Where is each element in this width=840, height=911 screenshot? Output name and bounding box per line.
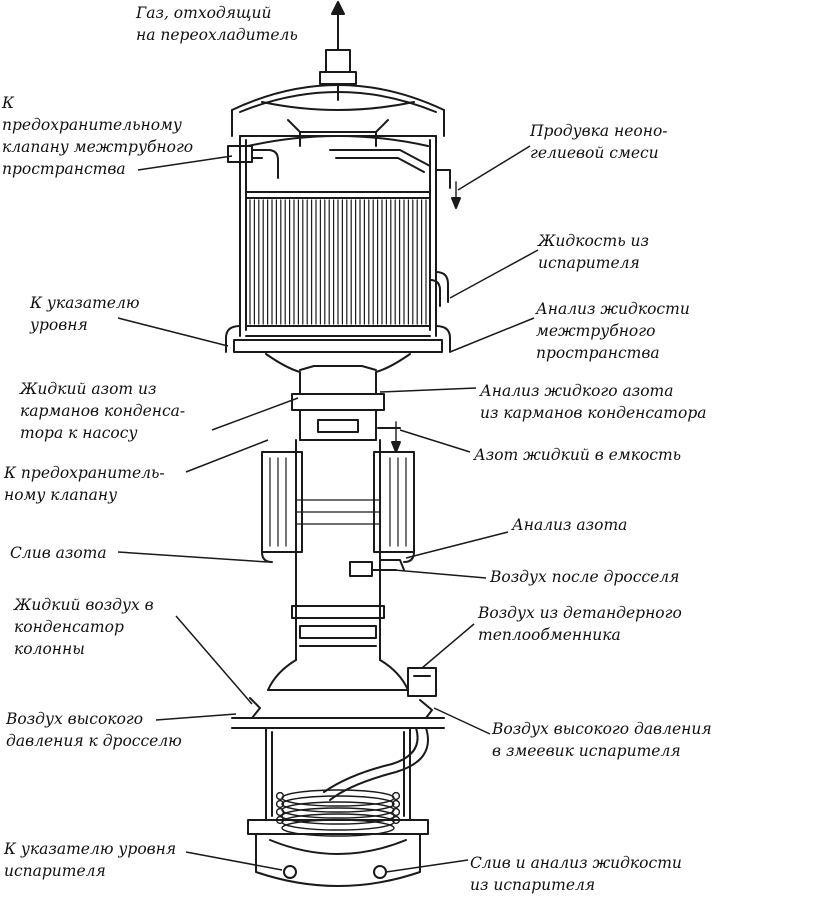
label-safety-valve-intertube: К предохранительному клапану межтрубного… — [2, 94, 194, 178]
label-nitrogen-to-pump: Жидкий азот из карманов конденса- тора к… — [20, 380, 186, 442]
lower-column-section — [267, 599, 437, 697]
middle-column-section — [261, 439, 415, 601]
label-level-indicator: К указателю уровня — [30, 294, 140, 334]
label-evaporator-drain: Слив и анализ жидкости из испарителя — [470, 854, 682, 894]
label-air-after-throttle: Воздух после дросселя — [490, 568, 680, 586]
condenser-shell — [233, 135, 443, 353]
coil-tube-section — [275, 807, 285, 817]
coil-turn — [281, 801, 395, 819]
coil-turn — [281, 789, 395, 807]
leader-nitrogen-analysis — [379, 387, 477, 393]
coil-turn — [281, 807, 395, 825]
leader-safety-valve — [185, 439, 269, 473]
leader-nitrogen-to-tank — [399, 429, 471, 453]
left-level-fitting — [225, 325, 241, 353]
condenser-tube-bundle — [249, 199, 427, 325]
label-gas-to-subcooler: Газ, отходящий на переохладитель — [136, 4, 298, 44]
label-hp-air-to-coil: Воздух высокого давления в змеевик испар… — [492, 720, 712, 760]
leader-neon-helium-purge — [457, 145, 531, 191]
right-evaporator-liquid-fitting — [429, 271, 449, 307]
coil-turn — [281, 813, 395, 831]
leader-level-indicator — [117, 317, 229, 347]
leader-safety-valve-intertube — [137, 155, 233, 171]
coil-tube-section — [275, 791, 285, 801]
coil-tube-section — [275, 799, 285, 809]
label-air-from-expander: Воздух из детандерного теплообменника — [478, 604, 682, 644]
leader-hp-air-throttle — [155, 713, 237, 721]
leader-liquid-air-condenser — [175, 615, 253, 705]
label-liquid-nitrogen-analysis: Анализ жидкого азота из карманов конденс… — [480, 382, 707, 422]
label-liquid-from-evaporator: Жидкость из испарителя — [538, 232, 649, 272]
left-safety-valve-fitting — [227, 145, 279, 179]
label-neon-helium-purge: Продувка неоно- гелиевой смеси — [530, 122, 668, 162]
label-intertube-liquid-analysis: Анализ жидкости межтрубного пространства — [536, 300, 690, 362]
coil-tube-section — [391, 799, 401, 809]
leader-air-from-expander — [421, 623, 475, 669]
leader-intertube-analysis — [449, 317, 535, 353]
condenser-neck — [265, 353, 411, 453]
right-analysis-fitting — [435, 325, 451, 353]
label-liquid-air-to-condenser: Жидкий воздух в конденсатор колонны — [14, 596, 154, 658]
right-purge-fitting — [435, 169, 461, 209]
leader-evaporator-level — [185, 851, 283, 871]
coil-tube-section — [391, 791, 401, 801]
label-hp-air-to-throttle: Воздух высокого давления к дросселю — [6, 710, 182, 750]
leader-evaporator-drain — [385, 859, 469, 873]
coil-tube-section — [391, 815, 401, 825]
label-safety-valve: К предохранитель- ному клапану — [4, 464, 165, 504]
leader-nitrogen-drain — [117, 551, 269, 563]
label-evaporator-level: К указателю уровня испарителя — [4, 840, 177, 880]
coil-tube-section — [391, 807, 401, 817]
label-nitrogen-to-tank: Азот жидкий в емкость — [474, 446, 682, 464]
leader-hp-air-coil — [433, 707, 491, 735]
leader-nitrogen-to-pump — [211, 397, 299, 431]
leader-air-after-throttle — [393, 569, 487, 579]
coil-turn — [281, 819, 395, 837]
coil-tube-section — [275, 815, 285, 825]
high-pressure-manifold — [231, 697, 445, 801]
leader-liquid-from-evaporator — [449, 249, 539, 299]
evaporator-coil — [275, 789, 401, 837]
coil-turn — [281, 795, 395, 813]
leader-nitrogen-analysis-side — [405, 531, 509, 559]
label-nitrogen-drain: Слив азота — [10, 544, 107, 562]
label-nitrogen-analysis: Анализ азота — [512, 516, 628, 534]
